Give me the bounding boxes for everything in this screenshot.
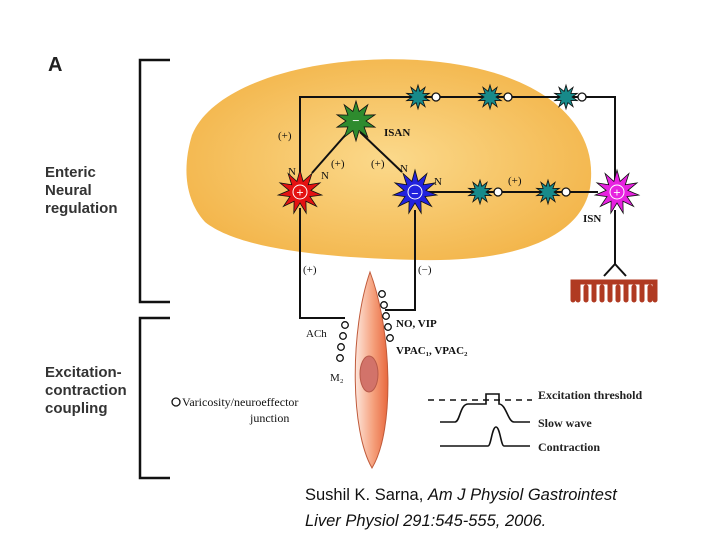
m2-label: M₂ [330, 372, 344, 384]
varicosity [336, 354, 344, 362]
varicosity [337, 343, 345, 351]
isn-sign: + [613, 185, 620, 200]
varicosity [380, 301, 388, 309]
n-label: N [321, 170, 329, 182]
interneuron [553, 83, 579, 111]
excitatory-motor-neuron [276, 168, 324, 215]
varicosity [382, 312, 390, 320]
interneuron [405, 83, 431, 111]
citation-journal: Am J Physiol Gastrointest [427, 486, 617, 504]
slow-wave-label: Slow wave [538, 416, 592, 430]
junction-legend-label: junction [249, 411, 289, 425]
minus-label: (−) [418, 264, 432, 276]
isan-label: ISAN [384, 127, 410, 139]
varicosity [503, 92, 513, 102]
n-label: N [434, 176, 442, 188]
varicosity [431, 92, 441, 102]
neuron-soma [609, 184, 625, 200]
enteric-bracket [138, 58, 170, 304]
citation-line-2: Liver Physiol 291:545-555, 2006. [305, 512, 547, 530]
blue-neuron-sign: − [411, 186, 418, 201]
red-neuron-sign: + [296, 185, 303, 200]
interneuron [535, 178, 561, 206]
slow-wave-trace [440, 393, 530, 423]
isan-to-blue-line [359, 131, 403, 173]
citation: Sushil K. Sarna, Am J Physiol Gastrointe… [305, 482, 617, 534]
top-pathway-line [299, 96, 616, 188]
varicosity [386, 334, 394, 342]
isn-label: ISN [583, 213, 601, 225]
plus-label: (+) [303, 264, 317, 276]
mucosa-villi [570, 279, 658, 303]
contraction-label: Contraction [538, 440, 600, 454]
ach-label: ACh [306, 328, 327, 340]
neuron-soma [292, 184, 308, 200]
plus-label: (+) [508, 175, 522, 187]
contraction-trace [440, 426, 530, 447]
interneuron [467, 178, 493, 206]
citation-line-1: Sushil K. Sarna, Am J Physiol Gastrointe… [305, 482, 617, 508]
excitation-threshold-label: Excitation threshold [538, 388, 642, 402]
varicosity [384, 323, 392, 331]
varicosity-legend-label: Varicosity/neuroeffector [182, 395, 298, 409]
varicosity [493, 187, 503, 197]
varicosity [561, 187, 571, 197]
plus-label: (+) [331, 158, 345, 170]
muscle-nucleus [359, 355, 379, 393]
neurons-group [276, 83, 641, 215]
blue-motor-axon-line [385, 210, 416, 311]
enteric-neural-regulation-label: Enteric Neural regulation [45, 164, 118, 217]
isan-to-red-line [311, 131, 349, 174]
no-vip-label: NO, VIP [396, 318, 437, 330]
ecc-bracket [138, 316, 170, 480]
excitation-contraction-coupling-label: Excitation- contraction coupling [45, 364, 127, 417]
interneuron [477, 83, 503, 111]
panel-label: A [48, 54, 63, 76]
n-label: N [400, 163, 408, 175]
varicosity-legend-icon [171, 397, 181, 407]
varicosity [341, 321, 349, 329]
plus-label: (+) [278, 130, 292, 142]
isan-sign: − [352, 113, 359, 128]
varicosity [339, 332, 347, 340]
citation-author: Sushil K. Sarna, [305, 486, 424, 504]
inhibitory-motor-neuron [391, 168, 439, 215]
isan-neuron [335, 99, 377, 143]
red-motor-axon-line [299, 208, 345, 319]
varicosity [577, 92, 587, 102]
isn-neuron [593, 168, 641, 215]
vpac-label: VPAC₁, VPAC₂ [396, 345, 468, 357]
n-label: N [288, 166, 296, 178]
varicosity [378, 290, 386, 298]
plus-label: (+) [371, 158, 385, 170]
neuron-soma [407, 184, 423, 200]
isn-to-mucosa-line [603, 210, 627, 277]
